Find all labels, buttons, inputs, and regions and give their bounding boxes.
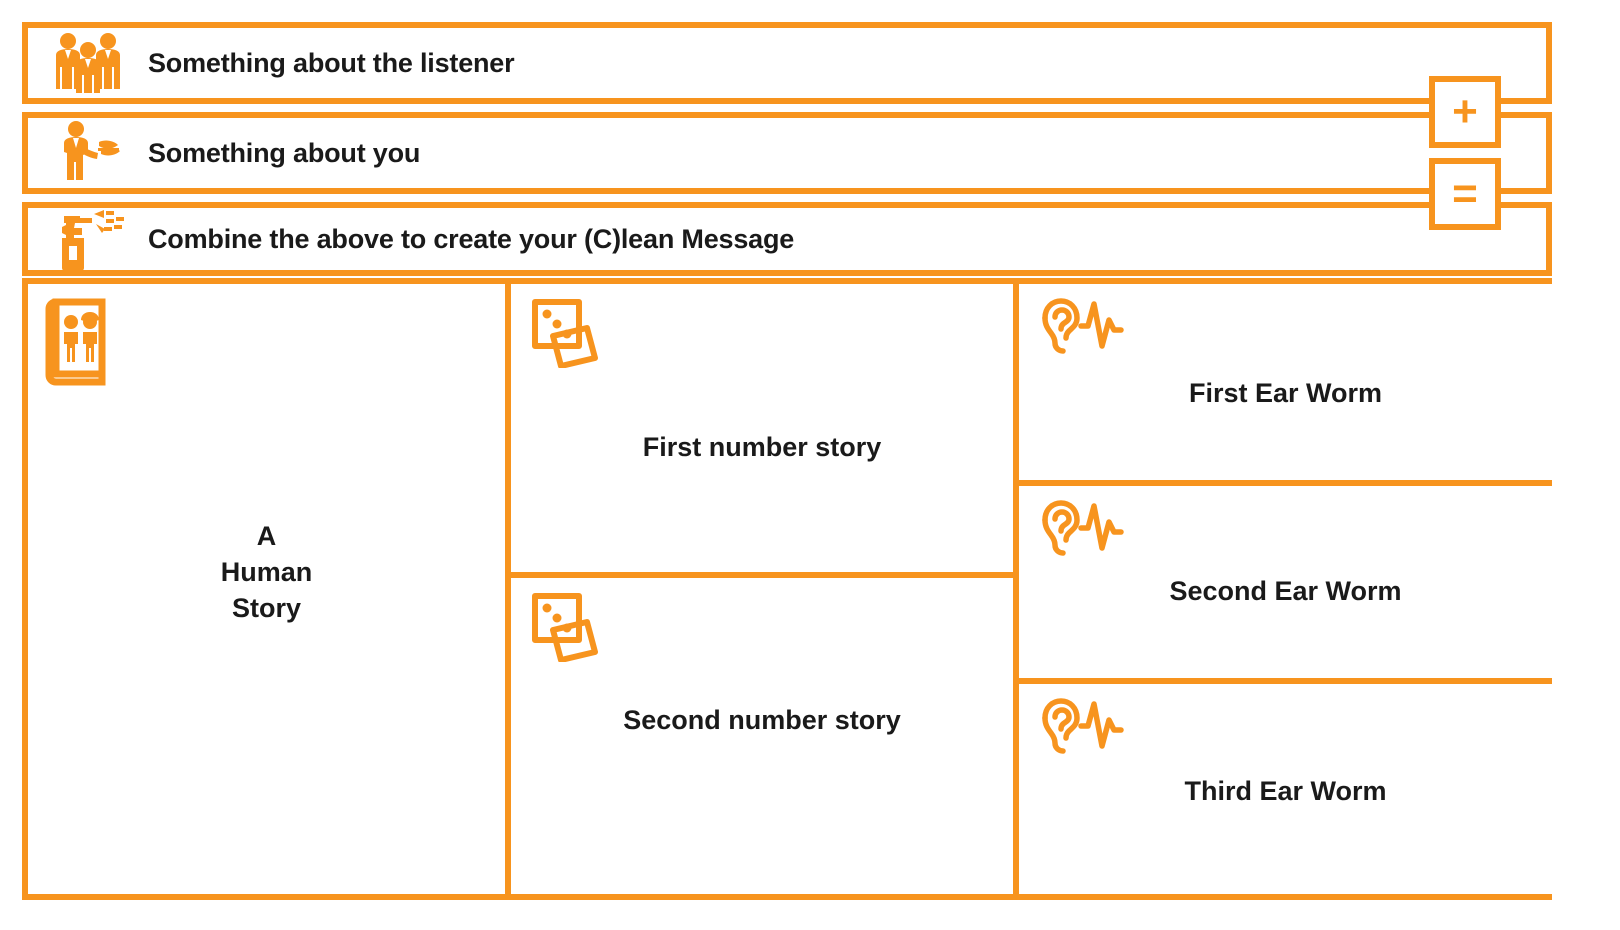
cell-third-ear-worm-label: Third Ear Worm [1184,776,1387,806]
cell-second-ear-worm[interactable]: Second Ear Worm [1019,486,1552,678]
equals-operator-icon: = [1429,158,1501,230]
header-row-label: Something about you [148,137,421,168]
cell-second-ear-worm-label: Second Ear Worm [1169,576,1402,606]
column-divider-right [1013,284,1019,894]
middle-column-divider [511,572,1013,578]
header-row-label: Combine the above to create your (C)lean… [148,223,795,254]
cell-human-story-label: A Human Story [28,519,505,627]
human-story-line-2: Human [220,556,313,587]
plus-operator-glyph: + [1452,87,1478,136]
ear-soundwave-icon [1033,496,1127,558]
cell-first-ear-worm[interactable]: First Ear Worm [1019,284,1552,480]
human-story-line-1: A [256,521,277,551]
ear-soundwave-icon [1033,694,1127,756]
story-grid: A Human Story [22,278,1552,900]
three-people-icon [28,28,148,98]
equals-operator-glyph: = [1452,169,1478,218]
plus-operator-icon: + [1429,76,1501,148]
spray-bottle-icon [28,208,148,270]
cell-third-ear-worm[interactable]: Third Ear Worm [1019,684,1552,894]
right-column-divider-1 [1019,480,1552,486]
storybook-icon [42,294,114,390]
dice-cards-icon [525,294,605,368]
person-with-plant-icon [28,118,148,188]
header-row-label: Something about the listener [148,47,515,78]
dice-cards-icon [525,588,605,662]
cell-human-story[interactable]: A Human Story [28,284,505,894]
header-row-listener[interactable]: Something about the listener [22,22,1552,104]
header-row-you[interactable]: Something about you [22,112,1552,194]
ear-soundwave-icon [1033,294,1127,356]
cell-second-number-story[interactable]: Second number story [511,578,1013,894]
cell-first-ear-worm-label: First Ear Worm [1188,378,1383,408]
cell-first-number-story[interactable]: First number story [511,284,1013,572]
column-divider-left [505,284,511,894]
human-story-line-3: Story [231,592,302,623]
cell-first-number-story-label: First number story [642,432,882,462]
right-column-divider-2 [1019,678,1552,684]
header-row-clean-message[interactable]: Combine the above to create your (C)lean… [22,202,1552,276]
cell-second-number-story-label: Second number story [623,705,901,735]
